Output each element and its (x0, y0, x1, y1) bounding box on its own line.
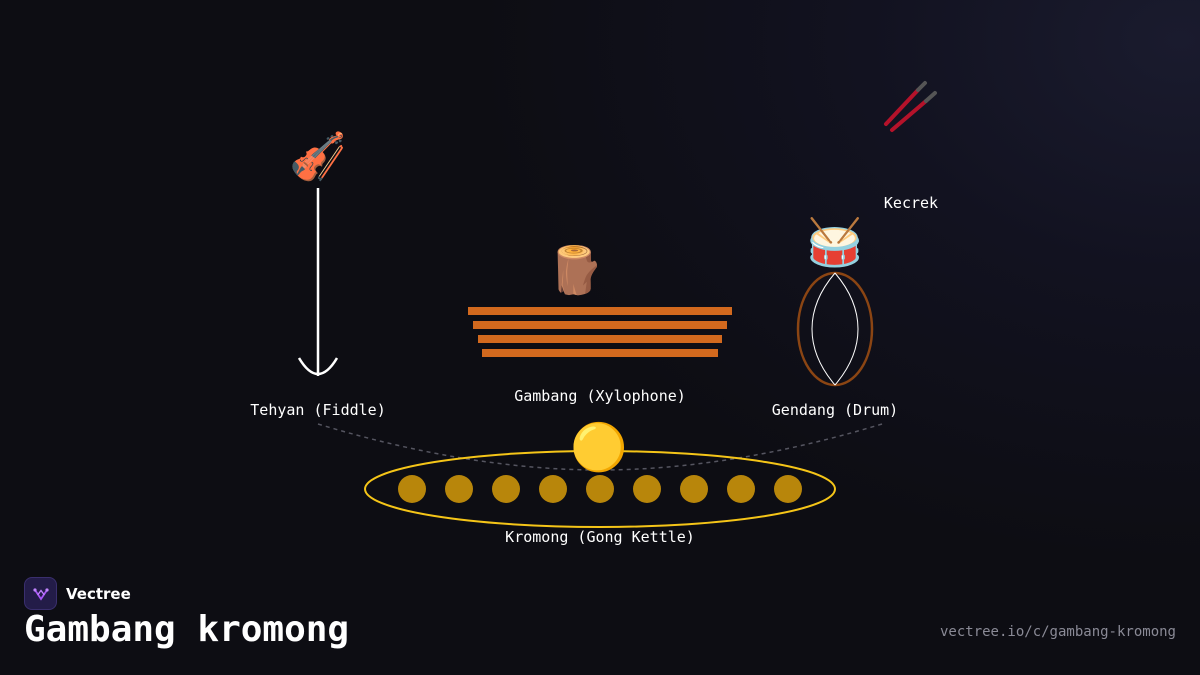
kettle-gong (586, 475, 614, 503)
tehyan-group: 🎻 Tehyan (Fiddle) (250, 129, 385, 419)
kettle-gong (633, 475, 661, 503)
log-icon: 🪵 (547, 243, 604, 297)
gendang-group: 🥁 Gendang (Drum) (772, 215, 898, 419)
gambang-label: Gambang (Xylophone) (514, 387, 686, 405)
drum-icon: 🥁 (806, 215, 864, 269)
brand: Vectree (24, 577, 131, 610)
gendang-label: Gendang (Drum) (772, 401, 898, 419)
chopsticks-icon (884, 81, 937, 132)
xylophone-bar (482, 349, 718, 357)
vectree-logo-icon (24, 577, 57, 610)
page-url[interactable]: vectree.io/c/gambang-kromong (939, 624, 1176, 640)
xylophone-bar (468, 307, 732, 315)
kecrek-label: Kecrek (884, 194, 938, 212)
violin-icon: 🎻 (289, 129, 346, 183)
kettle-gong (492, 475, 520, 503)
drum-lacing (811, 272, 836, 386)
kettle-row (398, 475, 802, 503)
kromong-group: 🟡 Kromong (Gong Kettle) (364, 420, 836, 546)
fiddle-bow (297, 357, 339, 376)
kecrek-group: Kecrek (884, 81, 938, 212)
brand-name: Vectree (66, 584, 131, 603)
connector-tehyan-kromong (317, 423, 601, 471)
kettle-gong (774, 475, 802, 503)
page-title: Gambang kromong (24, 609, 350, 650)
drum-body (796, 271, 874, 387)
gong-circle-icon: 🟡 (570, 420, 627, 474)
connector-gendang-kromong (599, 423, 883, 471)
tehyan-label: Tehyan (Fiddle) (250, 401, 385, 419)
gambang-group: 🪵 Gambang (Xylophone) (468, 243, 732, 405)
kettle-gong (539, 475, 567, 503)
kettle-gong (398, 475, 426, 503)
kromong-frame (364, 450, 836, 528)
drum-lacing (834, 272, 859, 386)
kromong-label: Kromong (Gong Kettle) (505, 528, 695, 546)
kettle-gong (680, 475, 708, 503)
kettle-gong (445, 475, 473, 503)
kettle-gong (727, 475, 755, 503)
xylophone-bar (478, 335, 722, 343)
xylophone-bar (473, 321, 727, 329)
